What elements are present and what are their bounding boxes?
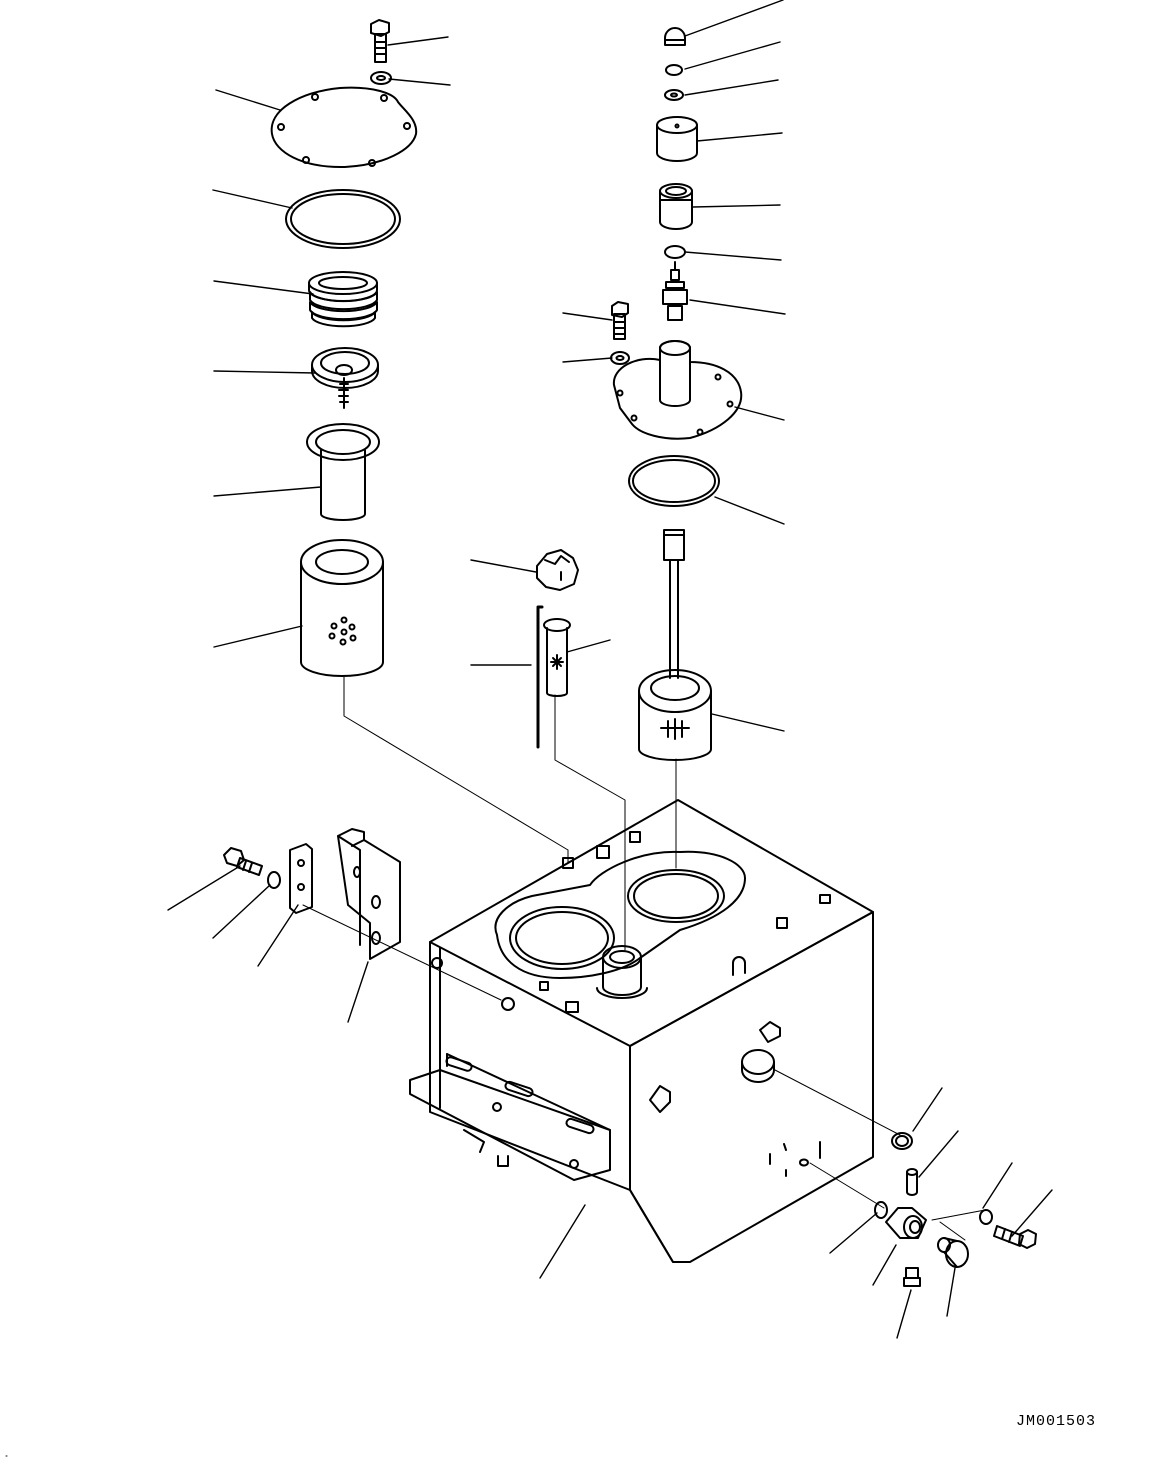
strainer-cup: [306, 423, 380, 521]
filler-cap: [536, 549, 579, 591]
return-filter-element: [638, 529, 712, 761]
bushing: [659, 183, 693, 230]
small-bolt: [611, 301, 629, 340]
cap-nut: [664, 27, 686, 46]
filter-housing-cover: [612, 340, 743, 440]
strainer-element: [300, 539, 384, 677]
filler-strainer: [543, 618, 571, 697]
plug: [891, 1132, 913, 1150]
weight: [656, 116, 698, 162]
breather-valve: [662, 261, 688, 321]
strainer-cover-plate: [270, 86, 418, 169]
drain-washer: [979, 1209, 993, 1225]
small-o-ring: [664, 245, 686, 259]
drain-bolt: [993, 1225, 1037, 1249]
drain-o-ring: [874, 1201, 888, 1219]
spring-washer: [665, 64, 683, 76]
bypass-valve: [311, 347, 379, 409]
cover-washer: [370, 71, 392, 85]
assembly-lines: [302, 676, 986, 1241]
small-washer: [610, 351, 630, 365]
bracket-washer: [267, 871, 281, 889]
mounting-bracket: [337, 828, 401, 960]
drain-valve-flange: [885, 1207, 927, 1239]
leader-lines: [167, 0, 1053, 1339]
hydraulic-tank: [409, 799, 874, 1263]
nipple: [903, 1267, 921, 1287]
bracket-bolt: [223, 847, 263, 876]
housing-o-ring: [628, 455, 720, 507]
spacer-plate: [289, 843, 313, 914]
pin: [906, 1168, 918, 1196]
cover-bolt: [370, 19, 390, 63]
figure-code: JM001503: [1015, 1413, 1096, 1430]
large-o-ring: [285, 189, 401, 249]
drain-cap: [937, 1237, 969, 1268]
dipstick-gauge: [536, 605, 544, 749]
spring: [308, 271, 378, 328]
plain-washer: [664, 89, 684, 101]
